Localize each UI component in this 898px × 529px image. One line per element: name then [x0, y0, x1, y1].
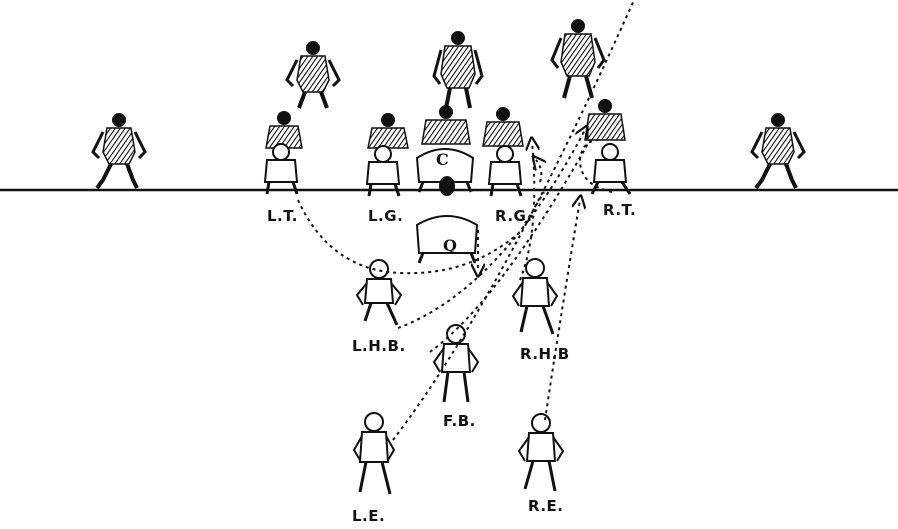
player-fullback	[432, 324, 480, 403]
defender-far-right	[750, 113, 806, 190]
center-mark: C	[436, 150, 449, 169]
path-left-tackle	[297, 191, 545, 275]
label-right-halfback: R.H.B	[520, 345, 570, 363]
player-right-end	[517, 413, 565, 492]
label-left-halfback: L.H.B.	[352, 337, 406, 355]
player-center	[415, 148, 475, 193]
defender-right-backer	[550, 19, 606, 99]
quarterback-mark: Q	[443, 236, 457, 255]
label-right-end: R.E.	[528, 497, 564, 515]
label-fullback: F.B.	[443, 412, 476, 430]
label-left-end: L.E.	[352, 507, 386, 525]
player-quarterback	[415, 215, 479, 264]
path-right-end	[544, 200, 580, 421]
player-right-guard	[487, 145, 523, 197]
defender-left-tackle-opponent	[265, 111, 303, 149]
defender-left-guard-opponent	[367, 113, 409, 149]
defender-center-backer	[432, 31, 484, 109]
player-right-tackle	[590, 143, 632, 195]
football-ball	[439, 176, 455, 196]
player-left-tackle	[263, 143, 299, 195]
path-left-end	[392, 0, 635, 441]
path-right-guard-loop	[536, 160, 541, 183]
path-fullback	[429, 139, 591, 353]
player-right-halfback	[511, 258, 559, 335]
label-right-guard: R.G.	[495, 207, 533, 225]
label-right-tackle: R.T.	[603, 201, 637, 219]
defender-right-guard-opponent	[482, 107, 524, 147]
player-left-end	[352, 412, 396, 495]
path-right-tackle-loop	[578, 139, 613, 193]
defender-far-left	[91, 113, 147, 190]
label-left-guard: L.G.	[368, 207, 404, 225]
label-left-tackle: L.T.	[267, 207, 298, 225]
player-left-guard	[365, 145, 401, 197]
player-left-halfback	[355, 259, 403, 326]
defender-left-backer	[285, 41, 341, 109]
defender-right-tackle-opponent	[584, 99, 626, 141]
defender-center-opponent	[421, 105, 471, 145]
path-left-halfback	[397, 130, 585, 329]
